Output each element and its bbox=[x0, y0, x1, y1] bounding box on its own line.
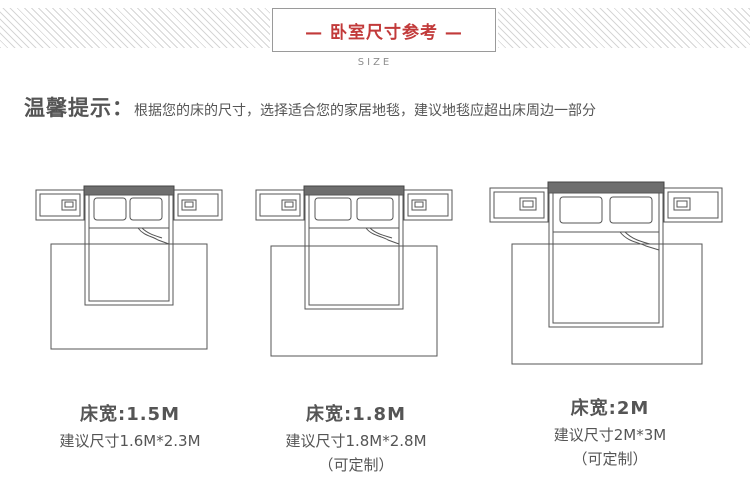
bed-caption-3: 床宽:2M 建议尺寸2M*3M （可定制） bbox=[510, 394, 710, 469]
bed-icon bbox=[83, 185, 175, 306]
header-hatch-left bbox=[0, 8, 270, 48]
page-title: — 卧室尺寸参考 — bbox=[272, 8, 496, 52]
bed-caption-2: 床宽:1.8M 建议尺寸1.8M*2.8M （可定制） bbox=[256, 400, 456, 475]
custom-note: （可定制） bbox=[572, 450, 648, 468]
nightstand-left-icon bbox=[489, 187, 549, 223]
bed-caption-1: 床宽:1.5M 建议尺寸1.6M*2.3M bbox=[30, 400, 230, 454]
nightstand-right-icon bbox=[173, 189, 223, 221]
rug-3 bbox=[511, 243, 703, 365]
rug-2 bbox=[270, 245, 438, 357]
rug-1 bbox=[50, 243, 208, 350]
custom-note: （可定制） bbox=[318, 456, 394, 474]
tip-text: 根据您的床的尺寸，选择适合您的家居地毯，建议地毯应超出床周边一部分 bbox=[134, 103, 596, 119]
nightstand-left-icon bbox=[255, 189, 305, 221]
suggest-size-label: 建议尺寸2M*3M bbox=[553, 426, 667, 444]
nightstand-right-icon bbox=[663, 187, 723, 223]
bed-diagram-1 bbox=[35, 185, 223, 350]
bed-width-label: 床宽:2M bbox=[570, 398, 650, 419]
tip-line: 温馨提示：根据您的床的尺寸，选择适合您的家居地毯，建议地毯应超出床周边一部分 bbox=[24, 92, 744, 122]
header-band: — 卧室尺寸参考 — bbox=[0, 0, 750, 52]
suggest-size-label: 建议尺寸1.6M*2.3M bbox=[59, 432, 201, 450]
nightstand-left-icon bbox=[35, 189, 85, 221]
tip-label: 温馨提示： bbox=[24, 96, 134, 120]
bed-width-label: 床宽:1.5M bbox=[80, 404, 180, 425]
bed-icon bbox=[547, 181, 665, 328]
header-hatch-right bbox=[498, 8, 750, 48]
suggest-size-label: 建议尺寸1.8M*2.8M bbox=[285, 432, 427, 450]
bed-diagram-2 bbox=[255, 185, 453, 357]
page-subtitle: SIZE bbox=[357, 57, 393, 68]
bed-diagram-3 bbox=[489, 181, 723, 365]
bed-icon bbox=[303, 185, 405, 310]
nightstand-right-icon bbox=[403, 189, 453, 221]
bed-width-label: 床宽:1.8M bbox=[306, 404, 406, 425]
